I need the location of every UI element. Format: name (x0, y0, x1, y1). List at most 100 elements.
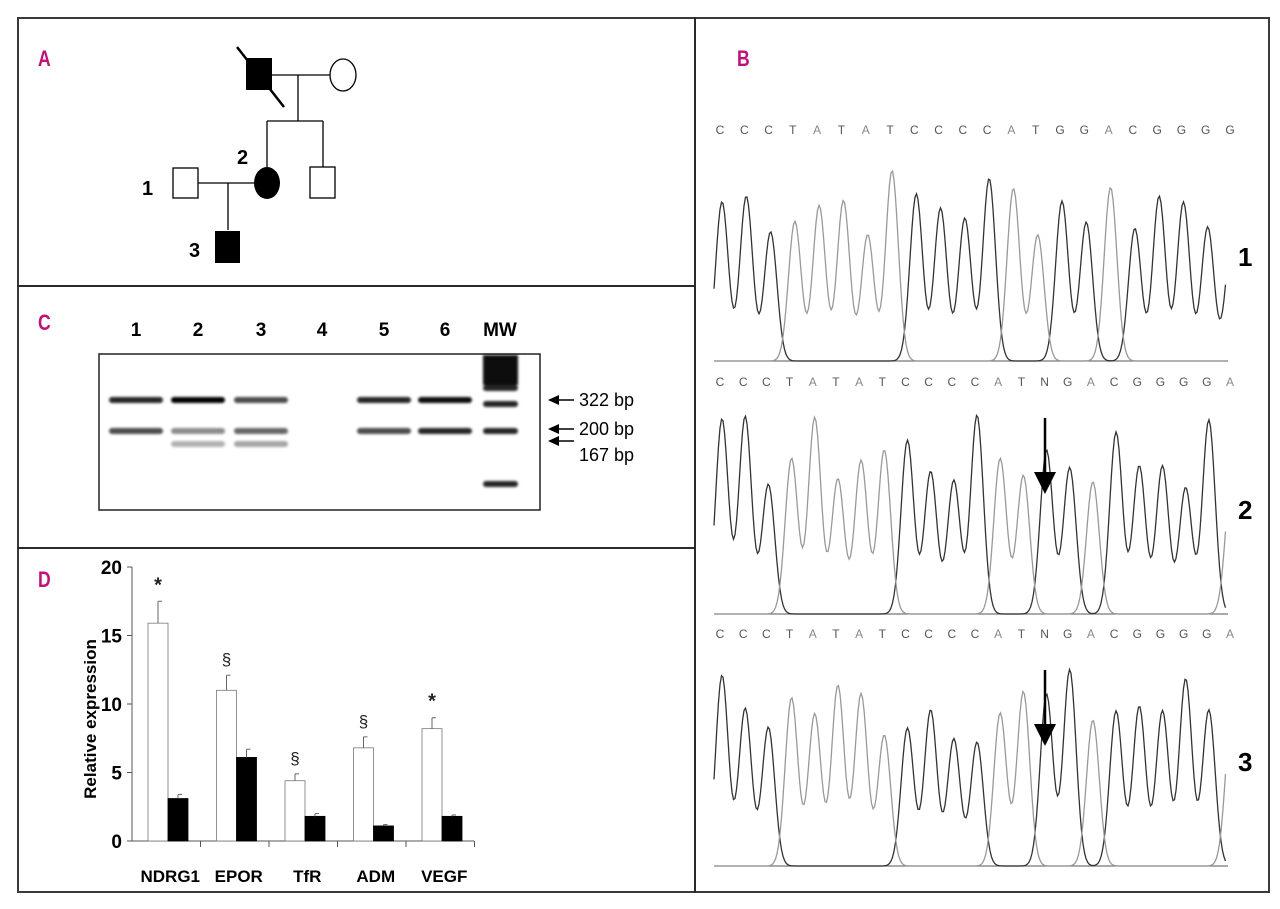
base-call: G (1055, 123, 1064, 137)
base-call: A (1226, 627, 1234, 641)
base-call: C (716, 627, 725, 641)
base-call: A (994, 375, 1002, 389)
base-call: G (1179, 627, 1188, 641)
bar-black-ndrg1 (167, 798, 189, 842)
base-call: N (1040, 375, 1049, 389)
panel-divider-a-c (17, 285, 695, 287)
panel-label-c: C (38, 310, 51, 335)
pedigree-female-affected (254, 167, 280, 199)
x-tick-label: EPOR (215, 867, 263, 886)
base-call: T (1018, 627, 1026, 641)
base-call: T (1032, 123, 1040, 137)
gel-band (234, 441, 288, 447)
base-call: A (809, 375, 817, 389)
base-call: C (924, 375, 933, 389)
bar-black-epor (236, 757, 257, 842)
base-call: G (1156, 375, 1165, 389)
base-call: A (813, 123, 821, 137)
pedigree-male-affected (215, 231, 240, 263)
base-call: G (1133, 627, 1142, 641)
gel-lane-label: 1 (131, 320, 142, 341)
y-tick-label: 15 (101, 627, 123, 648)
trace-signal (714, 684, 1227, 867)
base-call: G (1201, 123, 1210, 137)
base-call: T (838, 123, 846, 137)
gel-lane-label: 4 (317, 320, 328, 341)
bar-white-vegf (421, 728, 443, 842)
base-call: G (1156, 627, 1165, 641)
gel-ladder-band (483, 401, 518, 407)
base-call: C (1110, 627, 1119, 641)
panel-label-b: B (737, 46, 750, 71)
gel-ladder-band (483, 385, 518, 391)
trace-label: 1 (1238, 242, 1252, 272)
base-call: T (886, 123, 894, 137)
gel-band (171, 428, 225, 434)
base-call: G (1063, 627, 1072, 641)
pedigree-label-1: 1 (142, 178, 153, 200)
base-call: C (764, 123, 773, 137)
bar-white-ndrg1 (147, 622, 169, 842)
y-tick-label: 20 (101, 558, 122, 579)
size-marker-label: 200 bp (579, 419, 634, 439)
x-tick-label: NDRG1 (140, 867, 200, 886)
bar-chart: Relative expression 05101520NDRG1*EPOR§T… (81, 558, 475, 886)
gel-ladder-band (483, 428, 518, 434)
y-tick-label: 10 (101, 695, 122, 716)
gel-box (98, 353, 541, 511)
base-call: C (971, 375, 980, 389)
x-tick-label: TfR (293, 867, 321, 886)
base-call: T (786, 375, 794, 389)
arrow-down-icon (1034, 472, 1056, 494)
base-call: C (971, 627, 980, 641)
size-marker-label: 322 bp (579, 390, 634, 410)
bar-white-adm (353, 747, 374, 842)
pedigree-chart: 1 2 3 (142, 46, 357, 263)
gel-lane-label: MW (483, 320, 517, 341)
trace-label: 2 (1238, 495, 1252, 525)
gel-band (357, 428, 411, 434)
panel-label-a: A (38, 46, 51, 71)
base-call: C (762, 375, 771, 389)
pedigree-label-2: 2 (237, 147, 248, 169)
gel-ladder-band (483, 481, 518, 487)
significance-marker: § (290, 749, 299, 768)
base-call: N (1040, 627, 1049, 641)
base-call: A (1226, 375, 1234, 389)
pedigree-female-unaffected (329, 58, 357, 92)
base-call: C (1129, 123, 1138, 137)
size-marker: 200 bp (548, 419, 634, 439)
gel-band (357, 397, 411, 403)
base-call: G (1202, 627, 1211, 641)
gel-band (234, 397, 288, 403)
base-call: A (1007, 123, 1015, 137)
trace-signal (714, 415, 1227, 615)
base-call: C (947, 627, 956, 641)
base-call: A (855, 375, 863, 389)
base-call: T (832, 627, 840, 641)
gel-band (418, 397, 472, 403)
base-call: C (947, 375, 956, 389)
base-call: A (1087, 627, 1095, 641)
x-tick-label: VEGF (421, 867, 467, 886)
base-call: C (901, 627, 910, 641)
trace-signal (714, 169, 1226, 362)
base-call: A (809, 627, 817, 641)
base-call: C (924, 627, 933, 641)
gel-band (234, 428, 288, 434)
base-call: G (1202, 375, 1211, 389)
trace-label: 3 (1238, 747, 1252, 777)
base-call: C (740, 123, 749, 137)
gel-band (418, 428, 472, 434)
base-call: G (1133, 375, 1142, 389)
base-call: C (739, 627, 748, 641)
base-call: G (1152, 123, 1161, 137)
base-call: C (910, 123, 919, 137)
base-call: C (716, 375, 725, 389)
arrow-left-icon (548, 395, 559, 405)
panel-divider-vertical (694, 17, 696, 893)
base-call: A (855, 627, 863, 641)
gel-lane-label: 6 (440, 320, 451, 341)
